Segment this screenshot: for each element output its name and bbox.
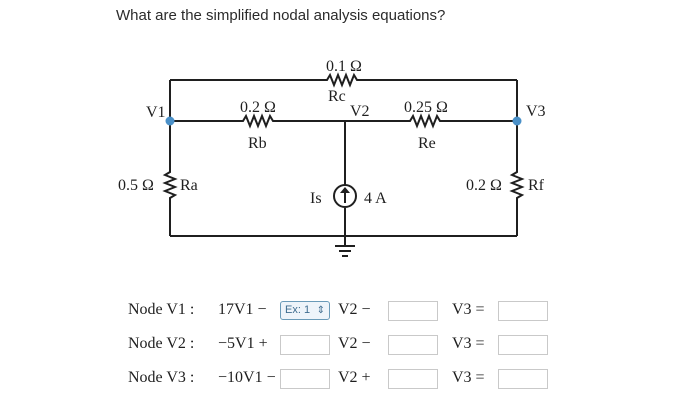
eq-v2-v2-coef-input[interactable]: [280, 335, 330, 355]
r-c-value: 0.1 Ω: [326, 58, 362, 75]
v2-label: V2: [350, 103, 370, 120]
r-b-name: Rb: [248, 135, 267, 152]
circuit-wires: [162, 72, 525, 246]
r-e-name: Re: [418, 135, 436, 152]
eq-v3-v3-coef-input[interactable]: [388, 369, 438, 389]
eq-v2-label: Node V2 :: [128, 335, 195, 352]
eq-v1-mid: V2 −: [338, 301, 371, 318]
question-text: What are the simplified nodal analysis e…: [116, 7, 446, 24]
r-e-value: 0.25 Ω: [404, 99, 448, 116]
r-f-name: Rf: [528, 177, 545, 194]
node-v1-dot: [165, 116, 175, 126]
eq-v1-label: Node V1 :: [128, 301, 195, 318]
ground-symbol: [335, 245, 355, 257]
stepper-icon: ⇕: [316, 305, 325, 316]
current-source: [333, 184, 357, 208]
r-b-value: 0.2 Ω: [240, 99, 276, 116]
equation-row-v2: Node V2 : −5V1 + V2 − V3 =: [0, 333, 700, 355]
r-a-value: 0.5 Ω: [118, 177, 154, 194]
eq-v2-v3-coef-input[interactable]: [388, 335, 438, 355]
r-a-name: Ra: [180, 177, 198, 194]
eq-v2-mid: V2 −: [338, 335, 371, 352]
eq-v3-label: Node V3 :: [128, 369, 195, 386]
eq-v3-rhs-input[interactable]: [498, 369, 548, 389]
source-value-label: 4 A: [364, 190, 387, 207]
eq-v1-select-value: Ex: 1: [285, 304, 311, 316]
eq-v1-v3-coef-input[interactable]: [388, 301, 438, 321]
v3-label: V3: [526, 103, 546, 120]
eq-v1-rhs-input[interactable]: [498, 301, 548, 321]
eq-v1-coef-select[interactable]: Ex: 1 ⇕: [280, 301, 330, 320]
source-name-label: Is: [310, 190, 322, 207]
equation-row-v3: Node V3 : −10V1 − V2 + V3 =: [0, 367, 700, 389]
eq-v1-expr: 17V1 −: [218, 301, 267, 318]
v1-label: V1: [146, 104, 166, 121]
eq-v3-v2-coef-input[interactable]: [280, 369, 330, 389]
eq-v3-expr: −10V1 −: [218, 369, 276, 386]
r-c-name: Rc: [328, 88, 346, 105]
eq-v1-right: V3 =: [452, 301, 485, 318]
eq-v2-right: V3 =: [452, 335, 485, 352]
eq-v3-right: V3 =: [452, 369, 485, 386]
node-v3-dot: [512, 116, 522, 126]
r-f-value: 0.2 Ω: [466, 177, 502, 194]
eq-v2-expr: −5V1 +: [218, 335, 268, 352]
eq-v3-mid: V2 +: [338, 369, 371, 386]
eq-v2-rhs-input[interactable]: [498, 335, 548, 355]
equation-row-v1: Node V1 : 17V1 − Ex: 1 ⇕ V2 − V3 =: [0, 299, 700, 321]
